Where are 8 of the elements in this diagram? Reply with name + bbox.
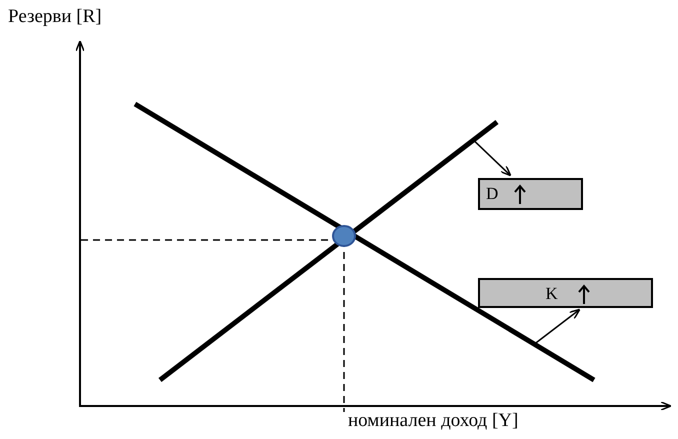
box-label: D	[486, 184, 498, 204]
curve-line	[134, 102, 596, 382]
leader-arrow	[472, 140, 512, 176]
leader-arrow	[534, 308, 581, 345]
axis-label: Резерви [R]	[8, 6, 102, 28]
box-label: K	[546, 284, 558, 304]
axis-label: номинален доход [Y]	[348, 410, 518, 432]
label-box	[478, 278, 653, 308]
